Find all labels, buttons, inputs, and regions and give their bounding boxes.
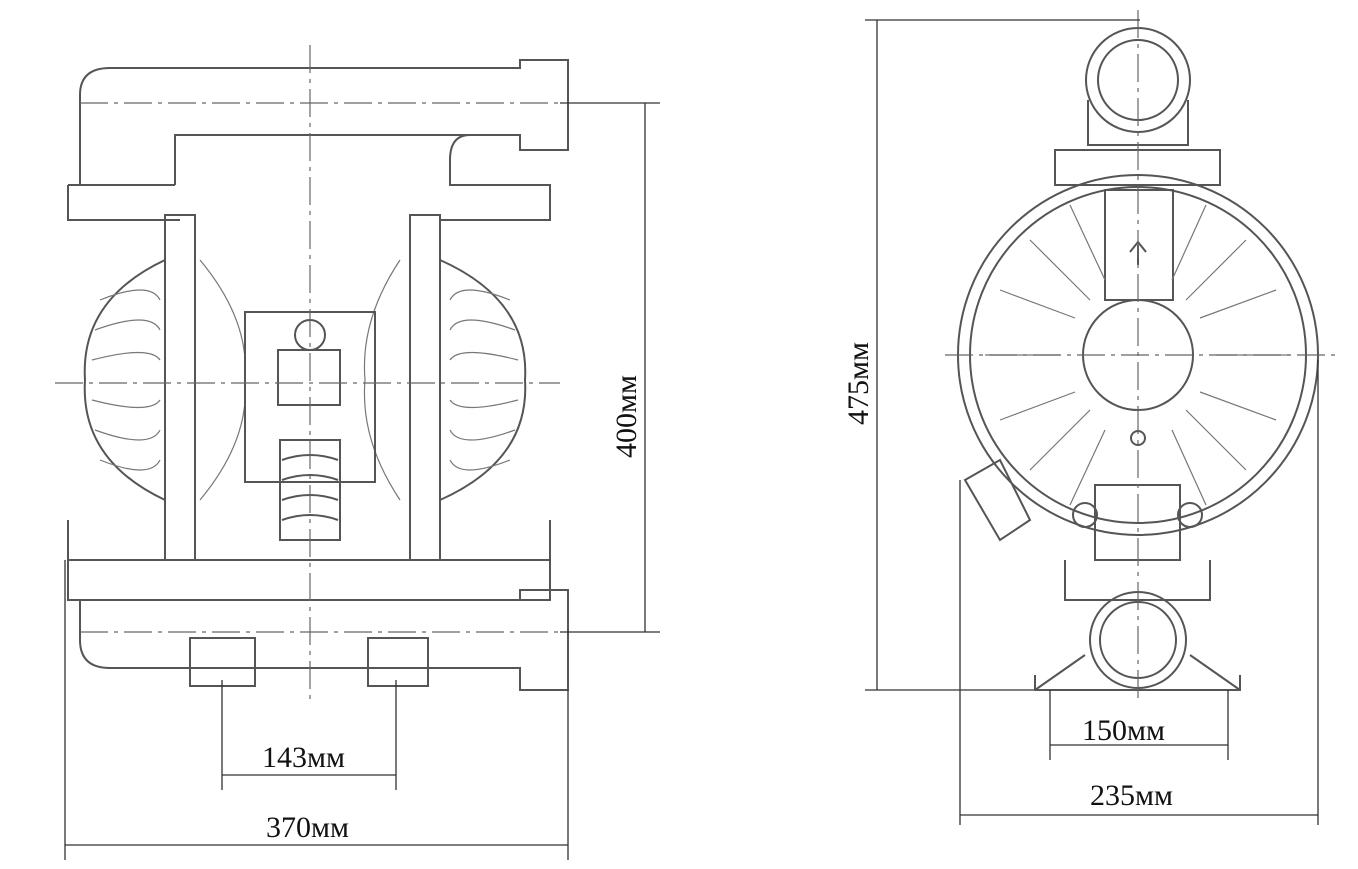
right-chamber-ribs bbox=[449, 289, 519, 471]
upper-channel bbox=[1104, 189, 1174, 301]
left-chamber-outline bbox=[83, 259, 166, 501]
dim-height-ports: 400мм bbox=[610, 375, 643, 458]
right-chamber-plate bbox=[409, 214, 441, 561]
base-stand bbox=[1034, 654, 1241, 691]
lower-body bbox=[67, 520, 551, 601]
right-chamber-outline bbox=[439, 259, 527, 501]
front-dimensions bbox=[64, 102, 660, 860]
air-inlet-housing bbox=[963, 458, 1032, 542]
dim-feet-spacing: 143мм bbox=[262, 741, 345, 774]
dim-width-total: 370мм bbox=[266, 811, 349, 844]
top-manifold bbox=[79, 59, 569, 221]
left-flange bbox=[67, 184, 180, 221]
right-clamp-bolt bbox=[1177, 502, 1203, 528]
dim-base-inner: 150мм bbox=[1082, 714, 1165, 747]
left-foot bbox=[189, 637, 256, 687]
left-chamber-plate bbox=[164, 214, 196, 561]
left-chamber-ribs bbox=[91, 289, 161, 471]
bottom-manifold bbox=[79, 589, 569, 691]
dim-base-outer: 235мм bbox=[1090, 779, 1173, 812]
side-view bbox=[945, 10, 1335, 700]
side-dimensions bbox=[865, 19, 1319, 825]
right-foot bbox=[367, 637, 429, 687]
dim-height-total: 475мм bbox=[842, 342, 875, 425]
inner-chamber-curves bbox=[199, 259, 401, 501]
left-clamp-bolt bbox=[1072, 502, 1098, 528]
front-view bbox=[55, 45, 569, 700]
air-valve-block bbox=[277, 349, 341, 406]
